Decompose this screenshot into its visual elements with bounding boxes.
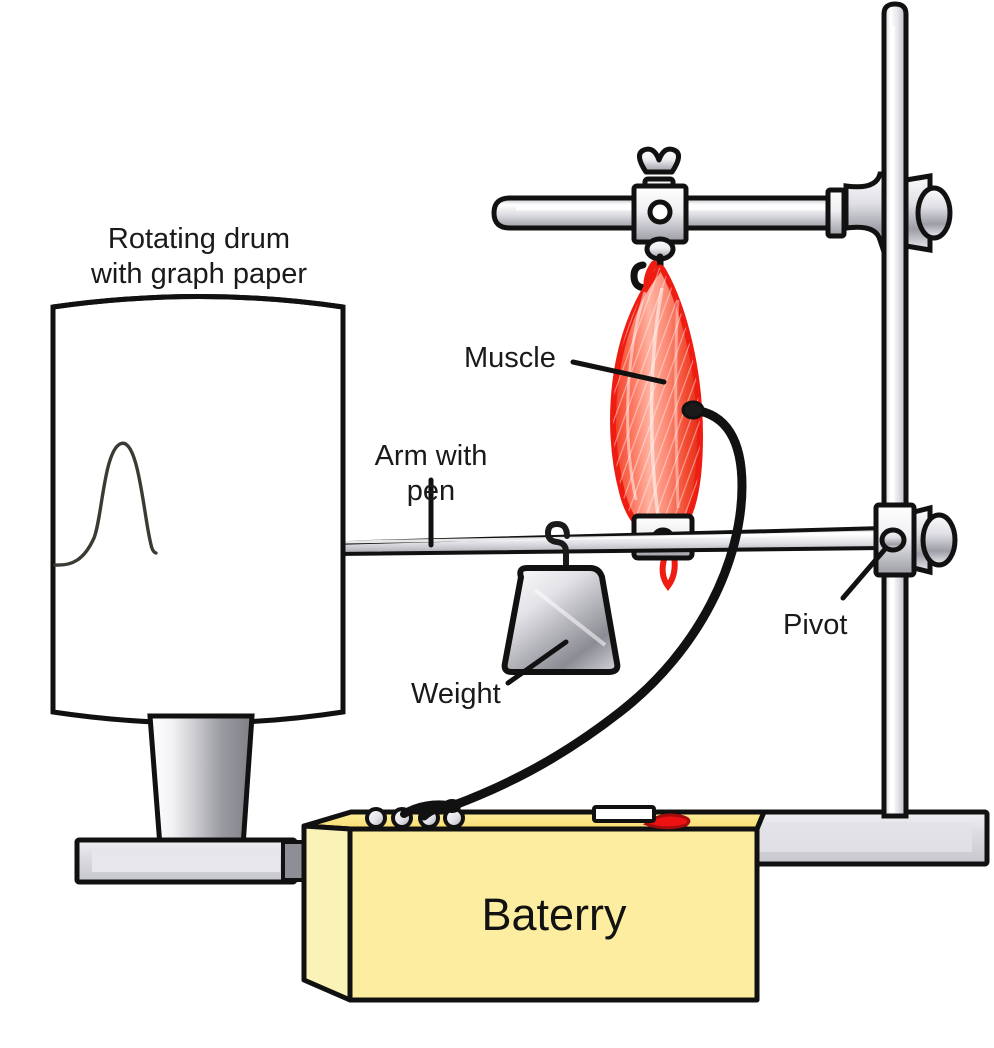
drum-pedestal xyxy=(147,713,255,849)
upper-clamp-assembly xyxy=(630,146,689,292)
upper-clamp-bolt xyxy=(647,199,673,225)
battery-left-face xyxy=(301,823,353,1003)
rotating-drum xyxy=(50,294,346,726)
battery-terminal[interactable] xyxy=(365,807,387,829)
hanging-weight-assembly xyxy=(501,520,621,675)
label-pivot: Pivot xyxy=(783,609,847,641)
leader-muscle xyxy=(570,359,667,385)
weight-highlight xyxy=(533,588,607,647)
drum-twitch-trace xyxy=(53,441,158,567)
drum-base-highlight xyxy=(92,850,280,872)
muscle-fibre-highlight-3 xyxy=(674,299,680,509)
label-arm-line2: pen xyxy=(407,475,455,507)
muscle-fibre-highlight-2 xyxy=(649,287,664,517)
label-drum-line1: Rotating drum xyxy=(108,223,290,255)
label-battery: Baterry xyxy=(481,889,627,940)
muscle-tendon-tail xyxy=(659,553,678,592)
wire-junction xyxy=(443,799,461,813)
red-connector-icon xyxy=(643,813,691,830)
upper-horizontal-rod xyxy=(491,171,953,253)
leader-weight xyxy=(505,639,569,686)
weight-block[interactable] xyxy=(501,565,621,675)
upper-rod-ferrule xyxy=(825,187,847,239)
stimulating-wires xyxy=(400,400,747,821)
label-weight: Weight xyxy=(411,678,501,710)
drum-body[interactable] xyxy=(50,294,346,726)
battery-terminal-bracket xyxy=(592,805,656,823)
pivot-thumbscrew[interactable] xyxy=(920,512,958,568)
electrode-contact-icon xyxy=(681,400,705,420)
upper-boss-head xyxy=(843,171,887,253)
pivot-bolt-icon xyxy=(879,527,907,553)
label-drum-line2: with graph paper xyxy=(90,258,307,290)
label-muscle: Muscle xyxy=(464,342,556,374)
stand-vertical-rod xyxy=(881,1,909,819)
leader-pivot xyxy=(840,545,889,601)
battery-terminals[interactable] xyxy=(365,807,465,829)
label-arm-line1: Arm with xyxy=(375,440,488,472)
wing-nut-icon[interactable] xyxy=(637,146,681,175)
battery-front-face[interactable] xyxy=(347,826,760,1003)
leader-lines xyxy=(428,359,889,686)
battery xyxy=(301,805,767,1003)
muscle-fibre-highlight-1 xyxy=(626,291,647,501)
drum-top-edge xyxy=(52,294,344,310)
pivot-clamp-assembly xyxy=(873,502,958,578)
weight-hook-icon xyxy=(544,520,570,571)
muscle-specimen xyxy=(610,260,703,592)
wire-primary xyxy=(447,405,747,811)
drum-support xyxy=(74,713,321,885)
upper-clamp-thumbscrew[interactable] xyxy=(915,185,953,241)
